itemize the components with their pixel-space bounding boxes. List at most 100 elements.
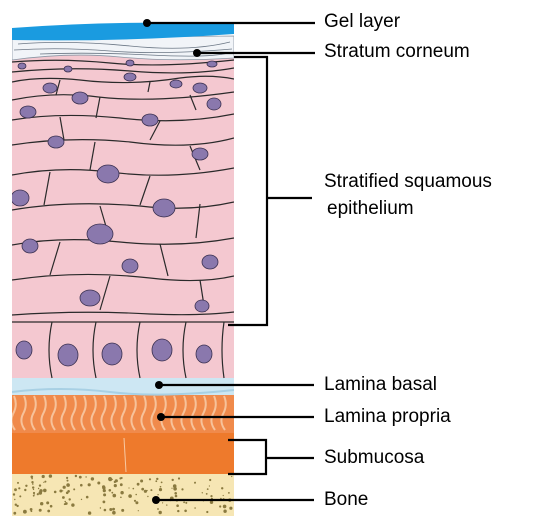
bone-speckle	[104, 509, 107, 512]
bone-speckle	[121, 492, 124, 495]
bone-speckle	[109, 508, 112, 511]
bone-speckle	[40, 502, 43, 505]
bone-speckle	[209, 479, 211, 481]
bone-speckle	[113, 494, 117, 498]
bone-speckle	[157, 508, 159, 510]
bone-speckle	[149, 478, 151, 480]
nucleus	[142, 114, 158, 126]
bone-speckle	[137, 483, 140, 486]
bone-speckle	[62, 490, 63, 491]
lamina-basal-label: Lamina basal	[324, 374, 437, 396]
bone-speckle	[50, 505, 53, 508]
bone-speckle	[223, 495, 224, 496]
bone-speckle	[128, 494, 132, 498]
bone-speckle	[31, 481, 33, 483]
bone-speckle	[39, 489, 42, 492]
nucleus	[16, 341, 32, 359]
bone-speckle	[17, 482, 19, 484]
bone-speckle	[147, 496, 148, 497]
nucleus	[72, 92, 88, 104]
nucleus	[18, 63, 26, 69]
bone-speckle	[62, 496, 65, 499]
bone-speckle	[33, 489, 34, 490]
bone-speckle	[66, 483, 70, 487]
bone-speckle	[114, 484, 117, 487]
nucleus	[193, 83, 207, 93]
bone-speckle	[91, 477, 94, 480]
bone-speckle	[42, 475, 45, 478]
bone-speckle	[185, 502, 187, 504]
bone-speckle	[65, 502, 68, 505]
nucleus	[202, 255, 218, 269]
bone-speckle	[229, 507, 232, 510]
bone-speckle	[177, 510, 179, 512]
stratified-label-line1: Stratified squamous	[324, 168, 533, 195]
bone-speckle	[24, 489, 26, 491]
bone-speckle	[73, 488, 75, 490]
stratified-label-line2: epithelium	[324, 195, 533, 222]
submucosa-label: Submucosa	[324, 447, 424, 469]
bone-speckle	[119, 477, 121, 479]
bone-speckle	[146, 490, 147, 491]
nucleus	[64, 66, 72, 72]
bone-speckle	[43, 482, 44, 483]
nucleus	[87, 224, 113, 244]
bone-speckle	[114, 508, 115, 509]
bone-speckle	[66, 477, 68, 479]
bone-speckle	[32, 483, 34, 485]
bone-speckle	[173, 487, 177, 491]
bone-speckle	[162, 502, 163, 503]
nucleus	[48, 136, 64, 148]
nucleus	[195, 300, 209, 312]
bone-speckle	[156, 478, 158, 480]
bone-speckle	[207, 488, 209, 490]
bone-speckle	[69, 498, 71, 500]
submucosa-layer	[12, 432, 234, 474]
nucleus	[126, 60, 134, 66]
bone-speckle	[18, 487, 20, 489]
bone-speckle	[109, 489, 112, 492]
bone-speckle	[88, 511, 91, 514]
nucleus	[196, 345, 212, 363]
bone-speckle	[39, 484, 41, 486]
nucleus	[207, 61, 217, 67]
nucleus	[152, 339, 172, 361]
bone-speckle	[37, 493, 39, 495]
bone-speckle	[64, 501, 66, 503]
nucleus	[43, 83, 57, 93]
bone-speckle	[46, 501, 49, 504]
nucleus	[192, 148, 208, 160]
bone-speckle	[141, 488, 144, 491]
bone-speckle	[120, 497, 122, 499]
bone-speckle	[223, 505, 227, 509]
nucleus	[122, 259, 138, 273]
bone-speckle	[172, 479, 174, 481]
bone-speckle	[103, 501, 106, 504]
bone-speckle	[103, 493, 106, 496]
bone-speckle	[111, 492, 113, 494]
bone-speckle	[97, 482, 100, 485]
bone-speckle	[63, 486, 65, 488]
bone-speckle	[16, 505, 18, 507]
bone-speckle	[183, 501, 185, 503]
bone-speckle	[108, 477, 112, 481]
bone-speckle	[174, 492, 177, 495]
nucleus	[102, 343, 122, 365]
bone-speckle	[138, 510, 139, 511]
bone-speckle	[166, 504, 167, 505]
bone-speckle	[103, 489, 106, 492]
bone-speckle	[88, 483, 91, 486]
bone-speckle	[128, 487, 129, 488]
nucleus	[80, 290, 100, 306]
nucleus	[153, 199, 175, 217]
stratified-squamous-epithelium-label: Stratified squamous epithelium	[324, 168, 533, 222]
bone-speckle	[223, 510, 226, 513]
nucleus	[97, 165, 119, 183]
bone-speckle	[85, 476, 86, 477]
bone-speckle	[159, 488, 162, 491]
bone-speckle	[206, 511, 208, 513]
bone-speckle	[181, 488, 183, 490]
bone-speckle	[135, 501, 138, 504]
bone-speckle	[135, 494, 137, 496]
bone-speckle	[14, 488, 17, 491]
